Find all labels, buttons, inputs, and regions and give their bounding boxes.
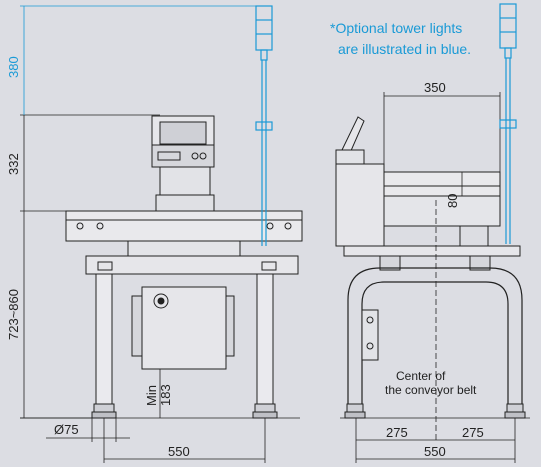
dim-min-label: Min [144,385,159,406]
dim-right-half: 275 [462,425,484,440]
dim-conveyor-height: 723~860 [6,289,21,340]
dim-min-value: 183 [158,384,173,406]
dim-head-height: 80 [445,194,460,208]
front-view [20,5,303,463]
front-tower-light [255,5,273,246]
dim-tower-height: 380 [6,56,21,78]
center-label-line2: the conveyor belt [385,383,477,397]
tower-light-note-line1: *Optional tower lights [330,20,462,36]
dim-foot-diameter: Ø75 [54,422,79,437]
dim-side-width: 550 [424,444,446,459]
center-label-line1: Center of [396,369,446,383]
dim-top-width: 350 [424,80,446,95]
dim-display-height: 332 [6,153,21,175]
dim-front-width: 550 [168,444,190,459]
side-view [335,92,530,463]
tower-light-note-line2: are illustrated in blue. [338,41,471,57]
side-tower-light [499,3,517,244]
dim-left-half: 275 [386,425,408,440]
